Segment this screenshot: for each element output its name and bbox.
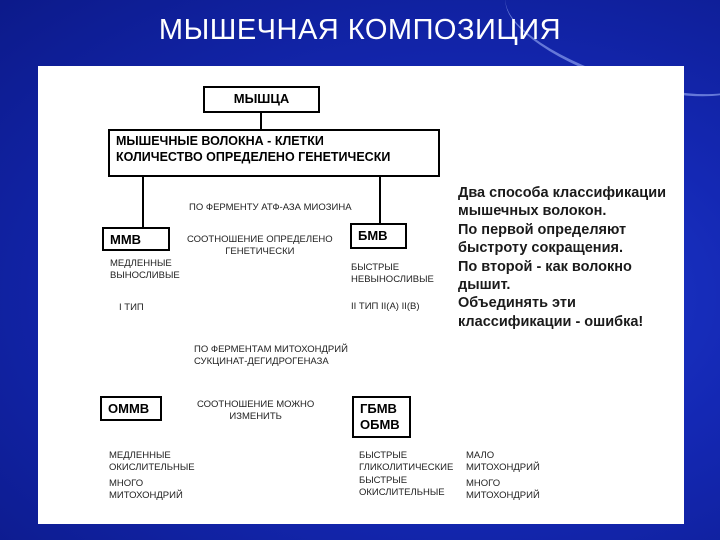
slow-desc-line-1: МЕДЛЕННЫЕ xyxy=(110,258,172,269)
fast-desc-line-1: БЫСТРЫЕ xyxy=(351,262,400,273)
note-line-4: быстроту сокращения. xyxy=(458,240,623,257)
ratio-change-label: СООТНОШЕНИЕ МОЖНО ИЗМЕНИТЬ xyxy=(197,399,314,424)
gbmv-obmv-box: ГБМВ ОБМВ xyxy=(352,396,411,438)
fibers-line-2: КОЛИЧЕСТВО ОПРЕДЕЛЕНО ГЕНЕТИЧЕСКИ xyxy=(116,149,391,164)
slow-oxidative-desc: МЕДЛЕННЫЕ ОКИСЛИТЕЛЬНЫЕ МНОГО МИТОХОНДРИ… xyxy=(109,450,195,502)
connector-muscle-fibers xyxy=(260,113,262,129)
fast-types-desc: БЫСТРЫЕ ГЛИКОЛИТИЧЕСКИЕ БЫСТРЫЕ ОКИСЛИТЕ… xyxy=(359,450,453,499)
diagram-panel: МЫШЦА МЫШЕЧНЫЕ ВОЛОКНА - КЛЕТКИ КОЛИЧЕСТ… xyxy=(38,66,684,524)
classification-note: Два способа классификации мышечных волок… xyxy=(458,184,680,331)
bmv-box: БМВ xyxy=(350,223,407,249)
slow-ox-line-1: МЕДЛЕННЫЕ xyxy=(109,450,171,461)
note-line-8: классификации - ошибка! xyxy=(458,313,644,330)
obmv-label: ОБМВ xyxy=(360,417,400,433)
fast-desc: БЫСТРЫЕ НЕВЫНОСЛИВЫЕ xyxy=(351,262,434,287)
type-1-label: I ТИП xyxy=(119,302,144,313)
slow-ox-line-4: МИТОХОНДРИЙ xyxy=(109,490,183,502)
mito-amounts-line-1: МАЛО xyxy=(466,450,495,461)
muscle-box: МЫШЦА xyxy=(203,86,320,113)
ratio-genetic-line-1: СООТНОШЕНИЕ ОПРЕДЕЛЕНО xyxy=(187,234,333,245)
fast-types-line-4: ОКИСЛИТЕЛЬНЫЕ xyxy=(359,487,445,499)
by-atpase-label: ПО ФЕРМЕНТУ АТФ-аза МИОЗИНА xyxy=(189,202,352,213)
type-2-label: II ТИП II(A) II(B) xyxy=(351,301,420,312)
slow-desc-line-2: ВЫНОСЛИВЫЕ xyxy=(110,270,180,282)
ommv-box: ОММВ xyxy=(100,396,162,421)
mito-amounts-line-2: МИТОХОНДРИЙ xyxy=(466,462,540,474)
connector-fibers-mmv xyxy=(142,177,144,227)
slow-ox-line-2: ОКИСЛИТЕЛЬНЫЕ xyxy=(109,462,195,474)
note-line-1: Два способа классификации xyxy=(458,185,667,201)
fast-desc-line-2: НЕВЫНОСЛИВЫЕ xyxy=(351,274,434,286)
ratio-change-line-1: СООТНОШЕНИЕ МОЖНО xyxy=(197,399,315,410)
mito-amounts-line-3: МНОГО xyxy=(466,477,501,489)
fibers-box: МЫШЕЧНЫЕ ВОЛОКНА - КЛЕТКИ КОЛИЧЕСТВО ОПР… xyxy=(108,129,440,177)
note-line-5: По второй - как волокно xyxy=(458,258,632,275)
note-line-2: мышечных волокон. xyxy=(458,203,607,220)
mito-amounts-line-4: МИТОХОНДРИЙ xyxy=(466,490,540,502)
fast-types-line-3: БЫСТРЫЕ xyxy=(359,474,408,486)
fibers-line-1: МЫШЕЧНЫЕ ВОЛОКНА - КЛЕТКИ xyxy=(116,134,324,148)
ommv-label: ОММВ xyxy=(108,401,150,416)
gbmv-label: ГБМВ xyxy=(360,401,397,416)
by-mito-line-1: ПО ФЕРМЕНТАМ МИТОХОНДРИЙ xyxy=(194,344,348,355)
fast-types-line-1: БЫСТРЫЕ xyxy=(359,450,408,461)
mmv-label: ММВ xyxy=(110,232,142,247)
mmv-box: ММВ xyxy=(102,227,170,251)
muscle-label: МЫШЦА xyxy=(233,91,290,106)
fast-types-line-2: ГЛИКОЛИТИЧЕСКИЕ xyxy=(359,462,454,474)
ratio-genetic-label: СООТНОШЕНИЕ ОПРЕДЕЛЕНО ГЕНЕТИЧЕСКИ xyxy=(187,234,333,259)
connector-fibers-bmv xyxy=(379,177,381,227)
ratio-genetic-line-2: ГЕНЕТИЧЕСКИ xyxy=(225,246,295,258)
note-line-7: Объединять эти xyxy=(458,295,576,312)
slide-title: МЫШЕЧНАЯ КОМПОЗИЦИЯ xyxy=(158,14,562,46)
by-mito-line-2: СУКЦИНАТ-ДЕГИДРОГЕНАЗА xyxy=(194,356,329,368)
ratio-change-line-2: ИЗМЕНИТЬ xyxy=(229,411,282,423)
slow-desc: МЕДЛЕННЫЕ ВЫНОСЛИВЫЕ xyxy=(110,258,180,283)
slow-ox-line-3: МНОГО xyxy=(109,477,144,489)
note-line-3: По первой определяют xyxy=(458,221,627,238)
note-line-6: дышит. xyxy=(458,277,511,294)
mito-amounts-desc: МАЛО МИТОХОНДРИЙ МНОГО МИТОХОНДРИЙ xyxy=(466,450,540,502)
by-mito-label: ПО ФЕРМЕНТАМ МИТОХОНДРИЙ СУКЦИНАТ-ДЕГИДР… xyxy=(194,344,348,369)
bmv-label: БМВ xyxy=(358,228,388,243)
